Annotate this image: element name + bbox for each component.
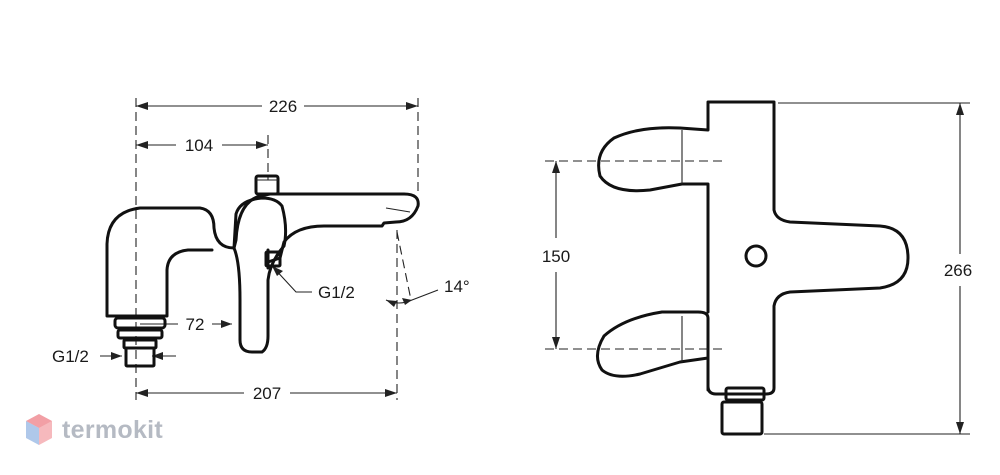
dimension-spout-angle: 14° (385, 231, 470, 307)
dim-label-outlet-thread: G1/2 (318, 283, 355, 302)
cube-logo-icon (26, 414, 52, 445)
dim-label-226: 226 (269, 97, 297, 116)
dim-label-104: 104 (185, 136, 213, 155)
dim-label-inlet-thread: G1/2 (52, 347, 89, 366)
dimension-overall-length: 226 (136, 97, 418, 116)
dimension-inlet-thread: G1/2 (52, 347, 176, 366)
dimension-handle-offset: 104 (136, 136, 268, 155)
inlet-fitting (113, 316, 167, 368)
dim-label-150: 150 (542, 247, 570, 266)
dim-label-207: 207 (253, 384, 281, 403)
dimension-spout-reach: 207 (136, 384, 397, 403)
spout-detail (385, 207, 411, 213)
top-view: 150 266 (542, 100, 972, 436)
shower-outlet-stub (264, 250, 282, 268)
top-view-body-outline (596, 100, 910, 396)
dim-label-72: 72 (186, 315, 205, 334)
dimension-overall-height: 266 (944, 103, 972, 434)
outlet-hole (744, 244, 768, 268)
cartridge-cap (254, 174, 280, 196)
dim-label-angle: 14° (444, 277, 470, 296)
dimension-inlet-offset: 72 (140, 315, 232, 334)
top-view-outlet-fitting (720, 386, 766, 436)
dim-label-266: 266 (944, 261, 972, 280)
dimension-outlet-thread: G1/2 (271, 265, 355, 302)
watermark-logo: termokit (24, 410, 163, 450)
watermark-brand-text: termokit (62, 415, 164, 444)
dimension-inlet-centers: 150 (542, 161, 570, 349)
mixer-body-outline (105, 192, 420, 318)
side-view: 226 104 207 72 (52, 97, 470, 403)
